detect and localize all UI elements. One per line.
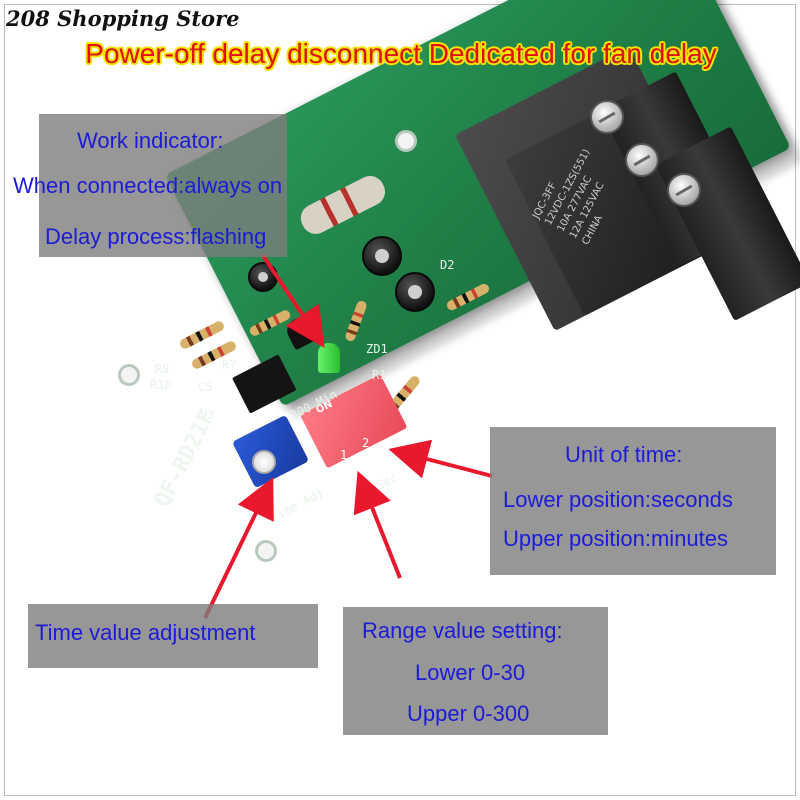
unit-of-time-line-lower: Lower position:seconds	[503, 487, 733, 512]
terminal-screw	[625, 143, 659, 177]
work-indicator-title: Work indicator:	[77, 128, 224, 153]
silk-label: R7	[222, 358, 237, 372]
range-value-line-upper: Upper 0-300	[407, 701, 530, 726]
silk-label: U3	[200, 408, 215, 422]
headline: Power-off delay disconnect Dedicated for…	[85, 38, 717, 69]
range-value-line-lower: Lower 0-30	[415, 660, 526, 685]
arrow-to-led	[260, 252, 325, 348]
work-indicator-led	[318, 343, 340, 373]
work-indicator-line-connected: When connected:always on	[13, 173, 283, 198]
electrolytic-capacitor	[395, 272, 435, 312]
silk-label: R1	[372, 368, 387, 382]
dip-switch-1-label: 1	[340, 448, 348, 462]
silk-label: R9	[155, 362, 170, 376]
work-indicator-line-delay: Delay process:flashing	[45, 224, 267, 249]
time-value-title: Time value adjustment	[35, 620, 256, 645]
electrolytic-capacitor	[362, 236, 402, 276]
mounting-hole	[395, 130, 417, 152]
time-value-callout-box	[28, 604, 318, 668]
unit-of-time-title: Unit of time:	[565, 442, 683, 467]
unit-of-time-callout-box	[490, 427, 776, 575]
silk-label: C5	[198, 380, 213, 394]
work-indicator-callout-box	[39, 114, 287, 257]
arrow-to-dip-switch	[388, 439, 493, 479]
unit-of-time-line-upper: Upper position:minutes	[503, 526, 729, 551]
silk-label: R10	[150, 378, 172, 392]
silk-label: ZD1	[366, 342, 388, 356]
store-name: 208 Shopping Store	[6, 6, 240, 31]
arrow-to-range-switch	[353, 470, 402, 579]
terminal-screw	[590, 100, 624, 134]
mounting-hole	[255, 540, 277, 562]
image-frame	[4, 4, 796, 796]
mounting-hole	[118, 364, 140, 386]
terminal-screw	[667, 173, 701, 207]
range-value-title: Range value setting:	[362, 618, 563, 643]
trimmer-knob	[252, 450, 276, 474]
silk-label: D2	[440, 258, 455, 272]
range-value-callout-box	[343, 607, 608, 735]
dip-switch-2-label: 2	[362, 436, 370, 450]
arrow-to-trimmer	[203, 477, 274, 619]
